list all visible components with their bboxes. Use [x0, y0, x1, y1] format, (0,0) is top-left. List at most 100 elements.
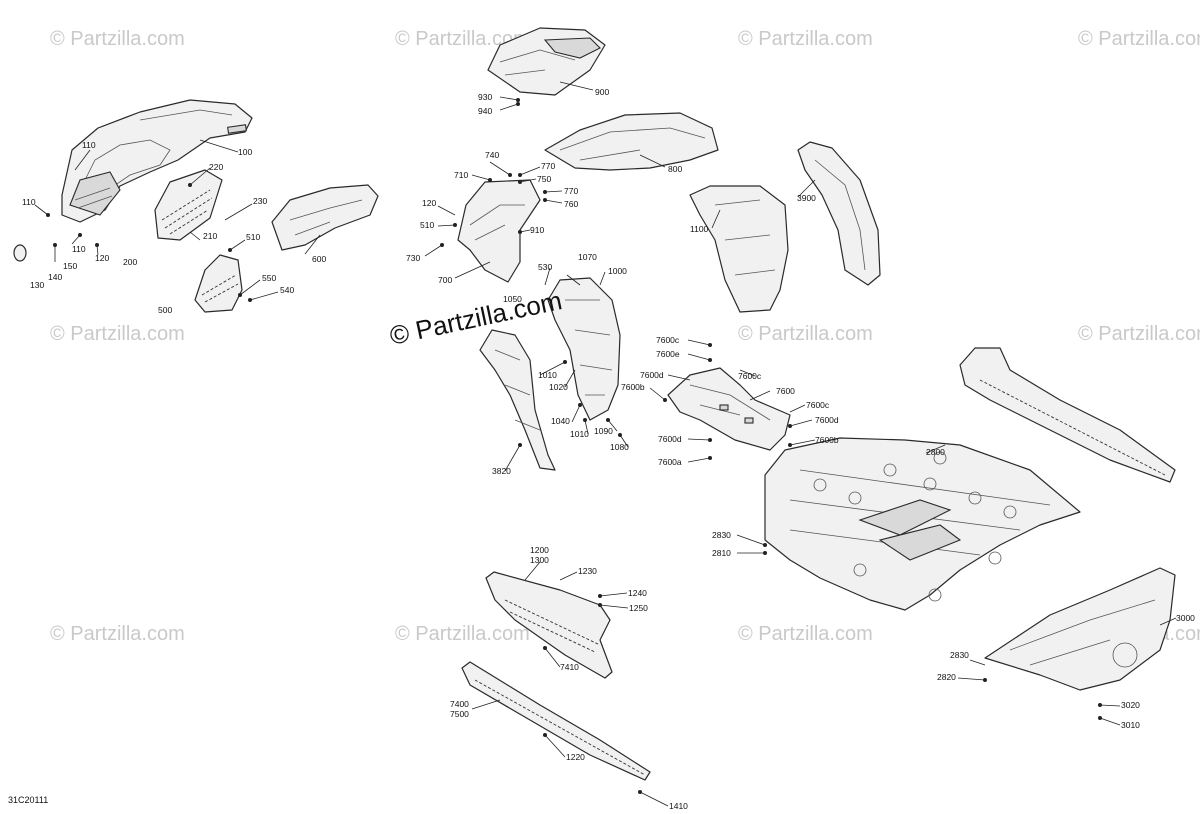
callout-1010: 1010: [570, 429, 589, 439]
callout-110: 110: [82, 140, 96, 150]
watermark-text: © Partzilla.com: [50, 623, 185, 645]
callout-500: 500: [158, 305, 172, 315]
callout-1250: 1250: [629, 603, 648, 613]
dashboard-assembly: [13, 99, 379, 313]
ring-130: [13, 244, 27, 262]
lower-panel-1200: [485, 571, 613, 679]
callout-7600a: 7600a: [658, 457, 682, 467]
callout-710: 710: [454, 170, 468, 180]
callout-2830: 2830: [712, 530, 731, 540]
callout-2830: 2830: [950, 650, 969, 660]
callout-120: 120: [422, 198, 436, 208]
floor-panel-3000: [984, 567, 1176, 691]
callout-7500: 7500: [450, 709, 469, 719]
callout-530: 530: [538, 262, 552, 272]
callout-7600b: 7600b: [621, 382, 645, 392]
watermark-text: © Partzilla.com: [395, 28, 530, 50]
callout-760: 760: [564, 199, 578, 209]
side-rocker-panel: [959, 347, 1176, 483]
callout-7600d: 7600d: [640, 370, 664, 380]
callout-7600: 7600: [776, 386, 795, 396]
callout-7600d: 7600d: [658, 434, 682, 444]
callout-930: 930: [478, 92, 492, 102]
callout-770: 770: [564, 186, 578, 196]
callout-220: 220: [209, 162, 223, 172]
callout-110: 110: [72, 244, 86, 254]
callout-540: 540: [280, 285, 294, 295]
callout-1020: 1020: [549, 382, 568, 392]
pillar-3820: [479, 329, 556, 471]
callout-1200: 1200: [530, 545, 549, 555]
callout-800: 800: [668, 164, 682, 174]
callout-130: 130: [30, 280, 44, 290]
callout-510: 510: [420, 220, 434, 230]
callout-7600d: 7600d: [815, 415, 839, 425]
callout-510: 510: [246, 232, 260, 242]
fender-panel-3900: [797, 141, 881, 286]
callout-940: 940: [478, 106, 492, 116]
callout-3820: 3820: [492, 466, 511, 476]
cowl-assembly: [544, 112, 719, 171]
callout-7400: 7400: [450, 699, 469, 709]
callout-110: 110: [22, 197, 36, 207]
callout-7600b: 7600b: [815, 435, 839, 445]
callout-7600c: 7600c: [806, 400, 830, 410]
pillar-1000: [547, 277, 621, 421]
callout-2820: 2820: [937, 672, 956, 682]
callout-1000: 1000: [608, 266, 627, 276]
watermark-text: © Partzilla.com: [50, 28, 185, 50]
rail-7400: [461, 661, 651, 781]
watermark-grid: © Partzilla.com © Partzilla.com © Partzi…: [50, 28, 1200, 645]
callout-150: 150: [63, 261, 77, 271]
callout-600: 600: [312, 254, 326, 264]
callout-910: 910: [530, 225, 544, 235]
callout-1080: 1080: [610, 442, 629, 452]
watermark-text: © Partzilla.com: [738, 323, 873, 345]
callout-200: 200: [123, 257, 137, 267]
leader-lines: [34, 81, 1177, 807]
callout-7410: 7410: [560, 662, 579, 672]
callout-2800: 2800: [926, 447, 945, 457]
hood-cover-assembly: [487, 27, 606, 96]
callout-1070: 1070: [578, 252, 597, 262]
callout-2810: 2810: [712, 548, 731, 558]
callout-750: 750: [537, 174, 551, 184]
footrest-plate-7600: [667, 367, 791, 451]
callout-210: 210: [203, 231, 217, 241]
callout-1090: 1090: [594, 426, 613, 436]
callout-900: 900: [595, 87, 609, 97]
callout-3000: 3000: [1176, 613, 1195, 623]
callout-700: 700: [438, 275, 452, 285]
callout-1010: 1010: [538, 370, 557, 380]
diagram-code: 31C20111: [8, 795, 48, 805]
callout-1220: 1220: [566, 752, 585, 762]
callout-740: 740: [485, 150, 499, 160]
callout-1230: 1230: [578, 566, 597, 576]
callout-1100: 1100: [690, 224, 709, 234]
callout-3900: 3900: [797, 193, 816, 203]
watermark-main: © Partzilla.com: [387, 285, 565, 351]
callout-1050: 1050: [503, 294, 522, 304]
skid-plate-2800: [764, 437, 1081, 611]
callout-100: 100: [238, 147, 252, 157]
callout-7600c: 7600c: [656, 335, 680, 345]
watermark-text: © Partzilla.com: [50, 323, 185, 345]
watermark-text: © Partzilla.com: [1078, 323, 1200, 345]
callout-730: 730: [406, 253, 420, 263]
side-panel-1100: [689, 185, 789, 313]
watermark-text: © Partzilla.com: [738, 28, 873, 50]
callout-1410: 1410: [669, 801, 688, 811]
side-panel-700: [457, 179, 541, 283]
callout-120: 120: [95, 253, 109, 263]
callout-770: 770: [541, 161, 555, 171]
watermark-text: © Partzilla.com: [1078, 28, 1200, 50]
watermark-text: © Partzilla.com: [738, 623, 873, 645]
callout-230: 230: [253, 196, 267, 206]
callout-7600e: 7600e: [656, 349, 680, 359]
callout-1240: 1240: [628, 588, 647, 598]
callout-3010: 3010: [1121, 720, 1140, 730]
callout-labels: 100 110 110 110 120 130 140 150 200 210 …: [22, 87, 1195, 811]
callout-140: 140: [48, 272, 62, 282]
fasteners: [46, 98, 1102, 794]
